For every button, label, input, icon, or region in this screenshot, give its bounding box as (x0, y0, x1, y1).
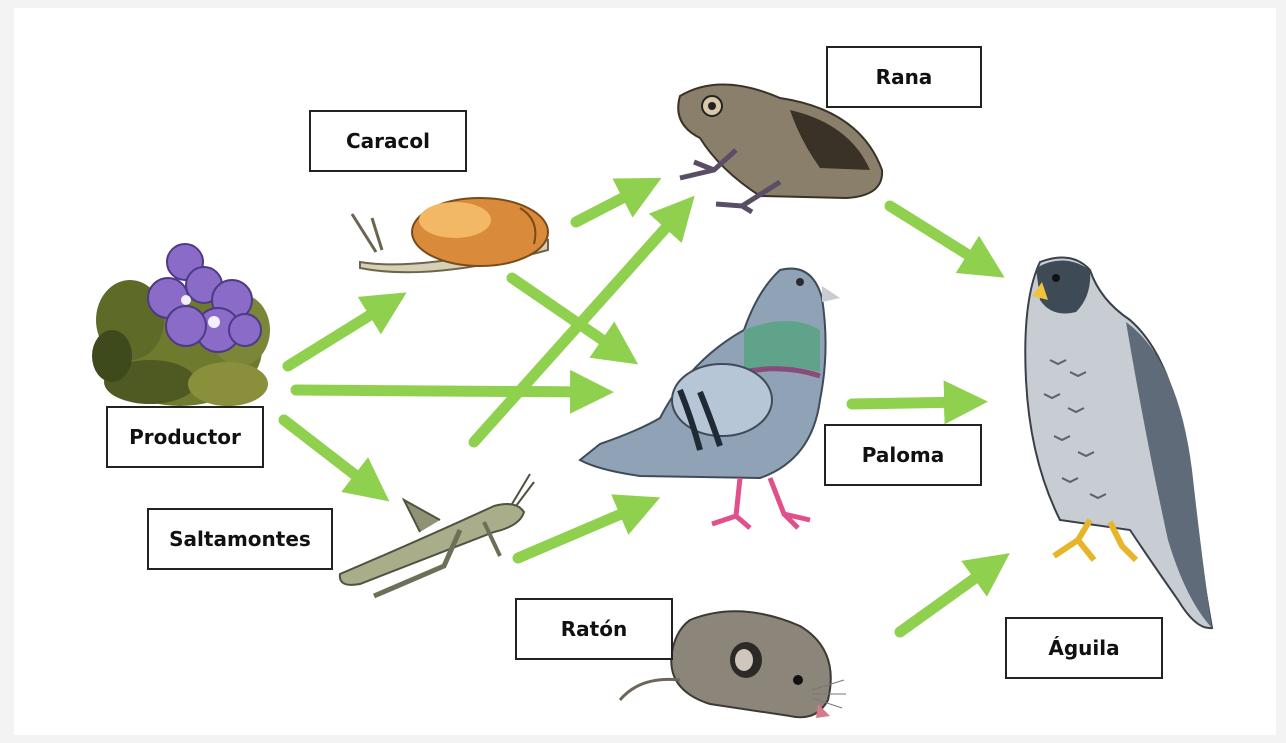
producer-plant-image (92, 244, 270, 406)
arrow-rana-to-aguila (890, 206, 986, 266)
arrow-productor-to-saltamontes (284, 420, 372, 488)
arrow-productor-to-caracol (288, 304, 388, 366)
label-caracol: Caracol (309, 110, 467, 172)
arrow-caracol-to-rana (576, 188, 642, 222)
label-rana: Rana (826, 46, 982, 108)
label-productor: Productor (106, 406, 264, 468)
arrow-productor-to-paloma (296, 390, 592, 392)
eagle-image (1025, 258, 1212, 629)
snail-image (352, 198, 548, 272)
pigeon-image (580, 269, 840, 528)
label-aguila: Águila (1005, 617, 1163, 679)
arrow-raton-to-aguila (900, 566, 992, 632)
arrow-saltamontes-to-paloma (518, 506, 640, 558)
label-raton: Ratón (515, 598, 673, 660)
label-saltamontes: Saltamontes (147, 508, 333, 570)
arrow-paloma-to-aguila (852, 402, 966, 404)
label-paloma: Paloma (824, 424, 982, 486)
